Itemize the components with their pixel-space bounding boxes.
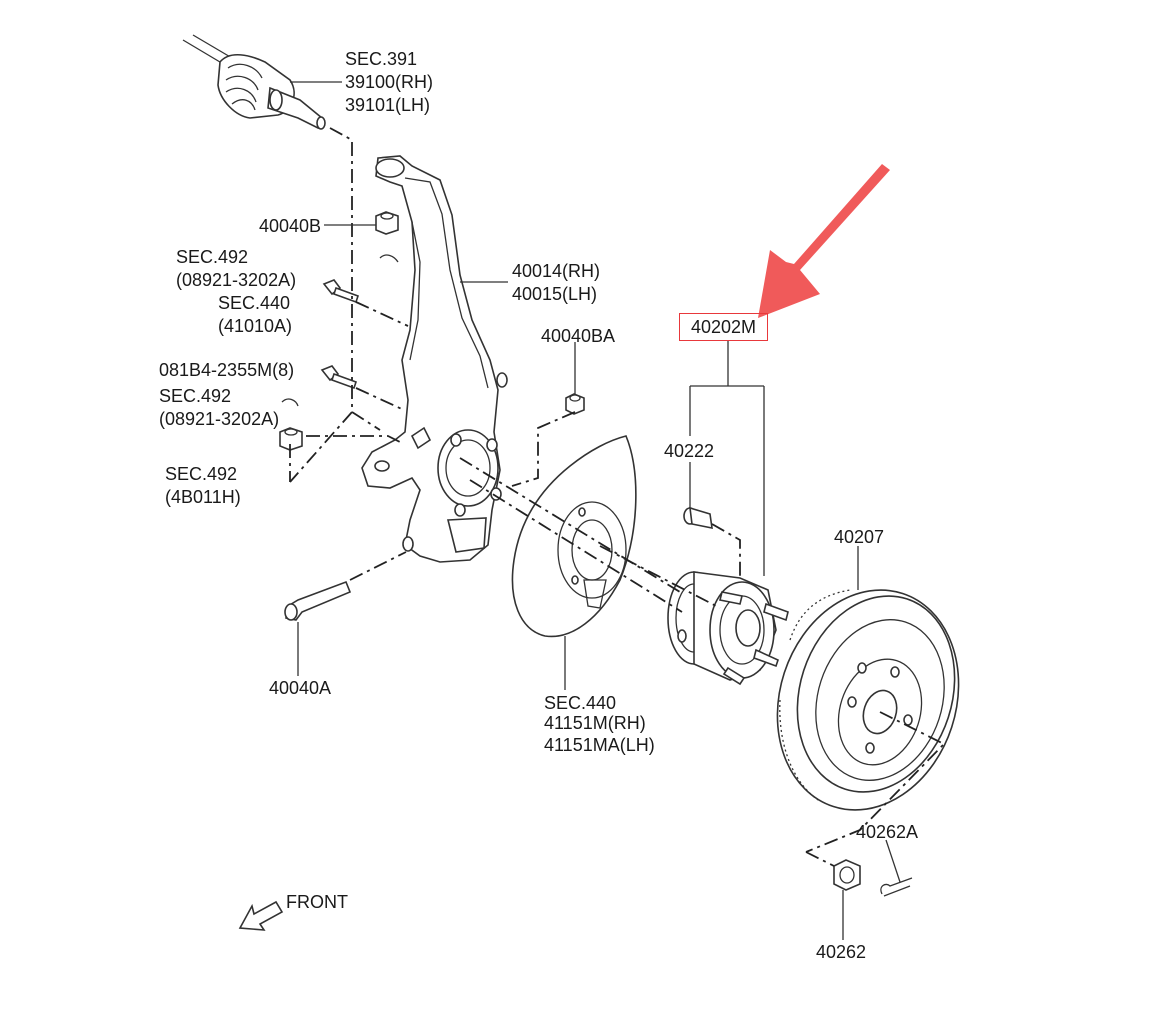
label-driveshaft-rh: 39100(RH) [345, 72, 434, 92]
assembly-lines [289, 127, 946, 867]
brake-rotor [776, 589, 960, 811]
label-backing-plate-rh: 41151M(RH) [544, 713, 646, 733]
label-sec492-c-part: (4B011H) [165, 487, 241, 507]
label-sec492-b-part: (08921-3202A) [159, 409, 280, 429]
hub-bolt-40222 [683, 506, 713, 530]
leader-lines [290, 81, 901, 940]
label-backing-plate-lh: 41151MA(LH) [544, 735, 655, 755]
red-pointer-arrow [758, 164, 890, 318]
highlight-box [679, 313, 768, 341]
label-nut-40040b: 40040B [259, 216, 322, 236]
label-rotor-40207: 40207 [834, 527, 885, 547]
label-driveshaft-sec: SEC.391 [345, 49, 418, 69]
label-hub-nut-40262: 40262 [816, 942, 867, 962]
label-sec492-b: SEC.492 [159, 386, 232, 406]
bolt-081b4 [320, 365, 358, 390]
label-nut-40040ba: 40040BA [541, 326, 616, 346]
cotter-pin-left [281, 398, 299, 407]
label-bolt-40040a: 40040A [269, 678, 332, 698]
backing-plate [511, 435, 637, 638]
label-backing-plate-sec: SEC.440 [544, 693, 617, 713]
bolt-40040a [284, 580, 352, 621]
label-sec492-a: SEC.492 [176, 247, 249, 267]
cotter-pin-40262a [880, 877, 913, 897]
label-sec492-c: SEC.492 [165, 464, 238, 484]
drive-shaft [182, 34, 326, 130]
nut-08921-lower [279, 427, 303, 451]
label-driveshaft-lh: 39101(LH) [345, 95, 431, 115]
label-sec492-a-part: (08921-3202A) [176, 270, 297, 290]
label-front: FRONT [286, 892, 348, 912]
label-knuckle-lh: 40015(LH) [512, 284, 598, 304]
label-knuckle-rh: 40014(RH) [512, 261, 601, 281]
label-cotter-pin-40262a: 40262A [856, 822, 919, 842]
hub-assembly [667, 571, 789, 686]
label-bolt-081b4: 081B4-2355M(8) [159, 360, 295, 380]
label-sec440-a-part: (41010A) [218, 316, 293, 336]
label-hub-bolt-40222: 40222 [664, 441, 715, 461]
hub-nut-40262 [833, 859, 861, 891]
label-sec440-a: SEC.440 [218, 293, 291, 313]
front-arrow-icon [238, 900, 284, 931]
nut-40040b [375, 211, 399, 263]
nut-40040ba [565, 393, 585, 415]
label-hub-40202m: 40202M [691, 317, 757, 337]
